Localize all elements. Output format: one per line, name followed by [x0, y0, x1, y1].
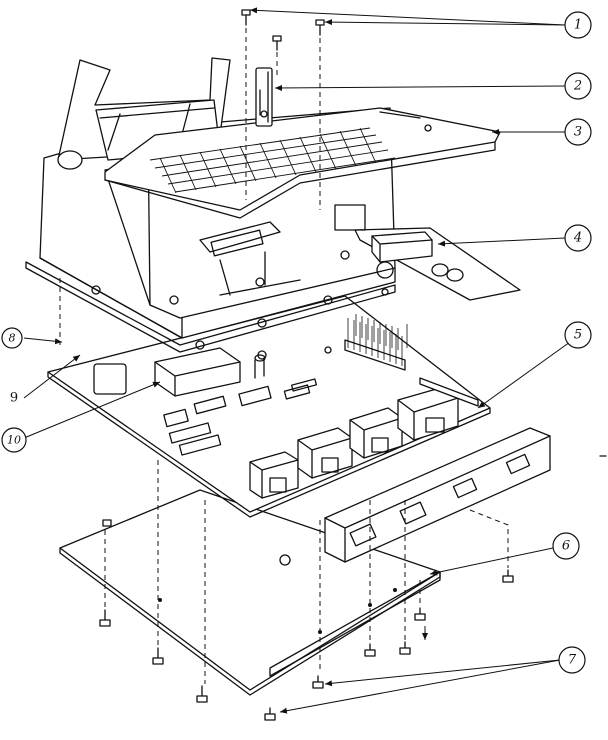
screw-top-3 — [272, 35, 282, 51]
keyboard — [104, 107, 501, 219]
callout-1-label: 1 — [574, 18, 582, 33]
callout-8: 8 — [1, 327, 23, 349]
callout-6-label: 6 — [562, 539, 570, 554]
screw-top-2 — [315, 19, 325, 36]
screw-bottom-9 — [502, 569, 514, 583]
callout-10-label: 10 — [7, 434, 21, 447]
rear-panel — [324, 427, 551, 563]
callout-3-label: 3 — [574, 125, 582, 140]
screw-top-1 — [241, 9, 251, 26]
callout-7: 7 — [558, 646, 586, 674]
screw-bottom-5 — [312, 675, 324, 689]
callout-3: 3 — [564, 118, 592, 146]
pin-header — [344, 314, 408, 371]
callout-8-label: 8 — [9, 332, 16, 345]
callout-5-label: 5 — [574, 328, 582, 343]
screw-bottom-7 — [399, 641, 411, 655]
alignment-lines — [59, 28, 509, 684]
callout-9: 9 — [10, 391, 18, 406]
callout-1: 1 — [564, 11, 592, 39]
leader-lines — [23, 7, 571, 714]
callout-2-label: 2 — [573, 79, 582, 94]
callout-9-label: 9 — [10, 391, 18, 406]
callout-10: 10 — [1, 427, 27, 453]
board-connectors — [249, 377, 479, 499]
main-board — [47, 295, 491, 518]
screws — [99, 9, 514, 721]
latch-bracket — [255, 67, 273, 127]
callout-7-label: 7 — [568, 653, 577, 668]
screw-bottom-4 — [264, 707, 276, 721]
callout-5: 5 — [564, 321, 592, 349]
screw-bottom-2 — [152, 647, 164, 665]
callout-2: 2 — [564, 72, 592, 100]
callout-4-label: 4 — [573, 231, 582, 246]
screw-bottom-1 — [99, 609, 111, 627]
callout-6: 6 — [552, 532, 580, 560]
screw-bottom-8 — [414, 607, 426, 621]
callout-4: 4 — [564, 224, 592, 252]
screw-bottom-3 — [196, 685, 208, 703]
power-board — [334, 204, 521, 301]
screw-bottom-6 — [364, 643, 376, 657]
